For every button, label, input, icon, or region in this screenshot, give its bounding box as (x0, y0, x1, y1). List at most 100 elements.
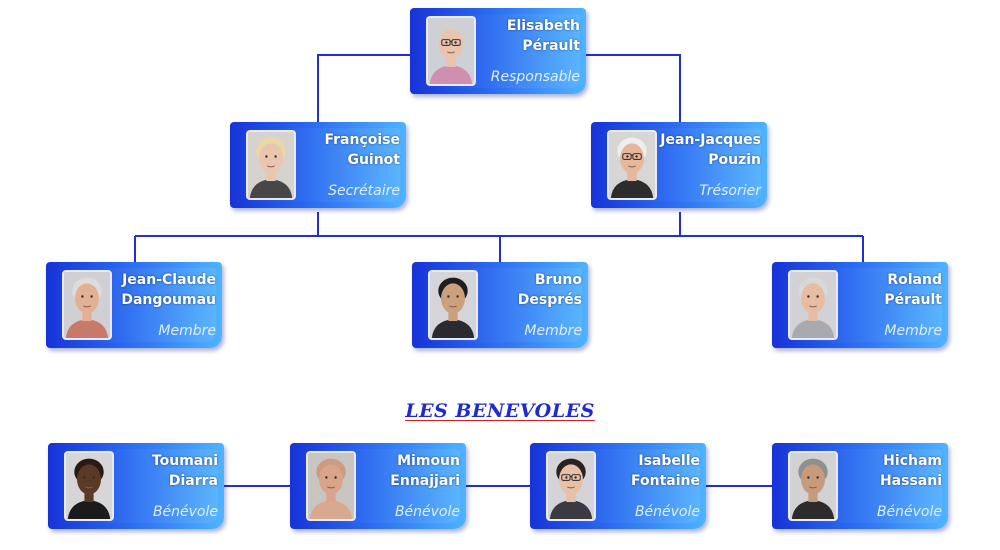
glasses-lens (441, 39, 451, 46)
photo (428, 270, 478, 340)
glasses-lens (571, 474, 581, 481)
person-name: Françoise Guinot (324, 132, 400, 168)
portrait-eye (807, 295, 810, 298)
person-name: Bruno Després (517, 272, 582, 308)
portrait (248, 132, 294, 198)
glasses-lens (451, 39, 461, 46)
portrait-eye (92, 476, 95, 479)
portrait-neck (446, 55, 456, 68)
portrait-shoulders (791, 500, 835, 519)
portrait-eye (456, 295, 459, 298)
person-role: Membre (524, 323, 582, 339)
photo (64, 451, 114, 521)
glasses-lens (632, 153, 642, 160)
portrait-eye (83, 476, 86, 479)
connector-top (317, 54, 681, 122)
portrait (428, 18, 474, 84)
portrait-eye (325, 476, 328, 479)
portrait-eye (334, 476, 337, 479)
portrait-mouth (567, 486, 575, 489)
portrait-neck (566, 490, 576, 503)
portrait-mouth (267, 165, 275, 168)
portrait-face (801, 464, 825, 495)
portrait-face (441, 283, 465, 314)
card-francoise: Françoise Guinot Secrétaire (230, 122, 406, 208)
portrait-eye (574, 476, 577, 479)
portrait-neck (82, 309, 92, 322)
volunteers-title: LES BENEVOLES (405, 400, 595, 422)
portrait-shoulders (249, 179, 293, 198)
card-jean-claude: Jean-Claude Dangoumau Membre (46, 262, 222, 348)
portrait-eye (454, 41, 457, 44)
portrait-eye (807, 476, 810, 479)
person-role: Trésorier (699, 183, 761, 199)
portrait-eye (274, 155, 277, 158)
photo (62, 270, 112, 340)
portrait-face (77, 464, 101, 495)
portrait-face (259, 143, 283, 174)
portrait-neck (266, 169, 276, 182)
portrait-neck (627, 169, 637, 182)
person-name: Mimoun Ennajjari (390, 453, 460, 489)
card-bruno: Bruno Després Membre (412, 262, 588, 348)
portrait-neck (808, 309, 818, 322)
card-roland: Roland Pérault Membre (772, 262, 948, 348)
portrait-shoulders (309, 500, 353, 519)
photo (788, 270, 838, 340)
portrait-shoulders (67, 500, 111, 519)
portrait-eye (447, 295, 450, 298)
portrait-eye (445, 41, 448, 44)
portrait-face (439, 29, 463, 60)
card-isabelle: Isabelle Fontaine Bénévole (530, 443, 706, 529)
portrait-eye (626, 155, 629, 158)
person-role: Bénévole (634, 504, 700, 520)
person-role: Bénévole (152, 504, 218, 520)
person-role: Membre (884, 323, 942, 339)
portrait-shoulders (429, 65, 473, 84)
portrait-neck (84, 490, 94, 503)
person-role: Secrétaire (328, 183, 400, 199)
portrait-face (319, 464, 343, 495)
glasses-lens (622, 153, 632, 160)
card-hicham: Hicham Hassani Bénévole (772, 443, 948, 529)
card-toumani: Toumani Diarra Bénévole (48, 443, 224, 529)
portrait-eye (265, 155, 268, 158)
photo (546, 451, 596, 521)
portrait-mouth (449, 305, 457, 308)
portrait-mouth (809, 305, 817, 308)
portrait (609, 132, 655, 198)
person-name: Hicham Hassani (879, 453, 942, 489)
photo (246, 130, 296, 200)
person-role: Bénévole (394, 504, 460, 520)
person-name: Toumani Diarra (151, 453, 218, 489)
portrait-face (801, 283, 825, 314)
person-name: Jean-Jacques Pouzin (660, 132, 761, 168)
card-jean-jacques: Jean-Jacques Pouzin Trésorier (591, 122, 767, 208)
photo (788, 451, 838, 521)
portrait-face (75, 283, 99, 314)
card-mimoun: Mimoun Ennajjari Bénévole (290, 443, 466, 529)
portrait-mouth (85, 486, 93, 489)
photo (306, 451, 356, 521)
portrait-neck (326, 490, 336, 503)
portrait-shoulders (610, 179, 654, 198)
portrait-shoulders (65, 319, 109, 338)
person-name: Roland Pérault (884, 272, 942, 308)
portrait-eye (90, 295, 93, 298)
person-role: Responsable (490, 69, 580, 85)
person-name: Isabelle Fontaine (631, 453, 700, 489)
glasses-lens (561, 474, 571, 481)
portrait-neck (808, 490, 818, 503)
photo (607, 130, 657, 200)
portrait-eye (81, 295, 84, 298)
portrait-mouth (809, 486, 817, 489)
portrait (64, 272, 110, 338)
portrait-shoulders (791, 319, 835, 338)
portrait-eye (816, 295, 819, 298)
portrait (66, 453, 112, 519)
portrait-mouth (83, 305, 91, 308)
person-role: Bénévole (876, 504, 942, 520)
portrait-face (559, 464, 583, 495)
portrait-mouth (327, 486, 335, 489)
